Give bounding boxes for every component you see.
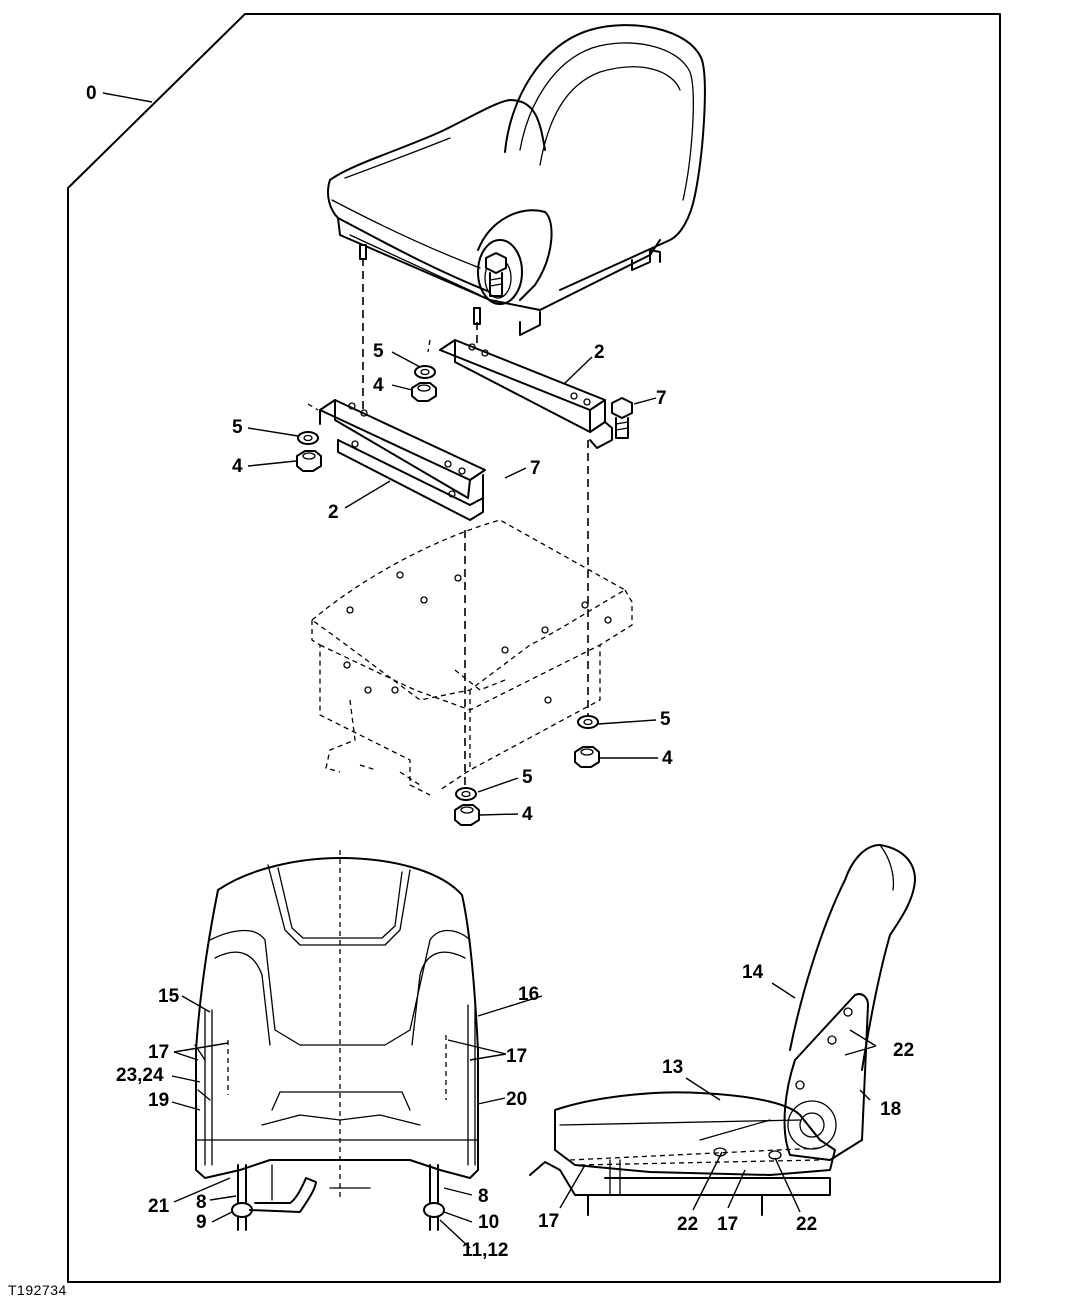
seat-support-frame: [310, 519, 633, 796]
nut-icon: [296, 450, 322, 472]
bolt-icon: [485, 252, 507, 297]
diagram-frame: [67, 13, 1001, 1283]
callout-label: 19: [148, 1090, 169, 1111]
callout-label: 22: [796, 1214, 817, 1235]
callout-label: 17: [538, 1211, 559, 1232]
callout-label: 23,24: [116, 1065, 164, 1086]
seat-front-view: [194, 850, 479, 1231]
callout-label: 20: [506, 1089, 527, 1110]
callout-label: 18: [880, 1099, 901, 1120]
callout-label: 8: [196, 1192, 207, 1213]
callout-label: 15: [158, 986, 180, 1007]
callout-label: 21: [148, 1196, 170, 1217]
callout-label: 8: [478, 1186, 489, 1207]
callout-label: 7: [530, 458, 541, 479]
mounting-bracket-left: [319, 399, 486, 521]
bolt-icon: [611, 397, 633, 439]
callout-label: 17: [148, 1042, 169, 1063]
callout-label: 4: [662, 748, 673, 769]
callout-label: 5: [232, 417, 243, 438]
callout-label: 7: [656, 388, 667, 409]
nut-icon: [574, 746, 600, 768]
callout-label: 17: [717, 1214, 738, 1235]
callout-label: 11,12: [462, 1240, 509, 1261]
seat-side-view: [529, 844, 916, 1216]
nut-icon: [454, 804, 480, 826]
callout-label: 4: [373, 375, 384, 396]
callout-label: 10: [478, 1212, 499, 1233]
washer-icon: [577, 715, 599, 729]
callout-label: 17: [506, 1046, 527, 1067]
callout-label: 5: [660, 709, 671, 730]
callout-label: 5: [373, 341, 384, 362]
washer-icon: [297, 431, 319, 445]
mounting-bracket-right: [439, 339, 613, 449]
callout-label: 22: [677, 1214, 698, 1235]
callout-label: 0: [86, 83, 97, 104]
callout-label: 2: [328, 502, 339, 523]
callout-label: 13: [662, 1057, 683, 1078]
figure-id: T192734: [8, 1282, 67, 1298]
callout-label: 5: [522, 767, 533, 788]
callout-label: 22: [893, 1040, 914, 1061]
nut-icon: [411, 382, 437, 402]
callout-label: 9: [196, 1212, 207, 1233]
washer-icon: [414, 365, 436, 379]
callout-label: 16: [518, 984, 539, 1005]
callout-label: 4: [522, 804, 533, 825]
callout-label: 2: [594, 342, 605, 363]
seat-assembly: [327, 24, 706, 336]
washer-icon: [455, 787, 477, 801]
callout-label: 4: [232, 456, 243, 477]
callout-label: 14: [742, 962, 764, 983]
